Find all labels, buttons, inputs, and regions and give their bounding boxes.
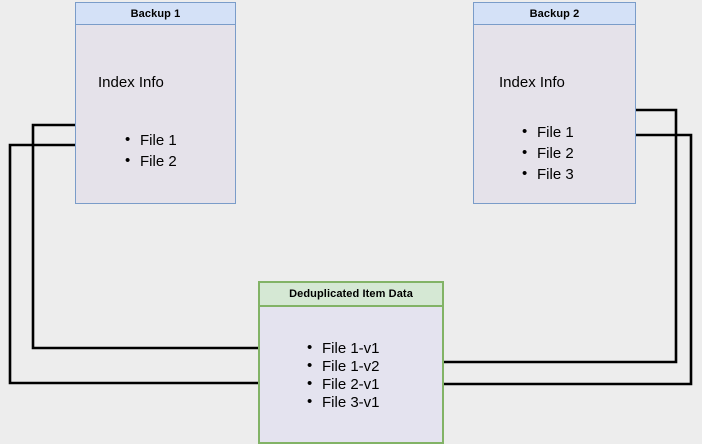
backup-2-box[interactable]: Backup 2 Index Info File 1 File 2 File 3	[473, 2, 636, 204]
deduplicated-item-data-body: File 1-v1 File 1-v2 File 2-v1 File 3-v1	[260, 307, 442, 442]
list-item: File 1-v2	[304, 357, 380, 376]
list-item: File 2-v1	[304, 375, 380, 394]
backup-1-title: Backup 1	[76, 3, 235, 25]
deduplicated-item-list: File 1-v1 File 1-v2 File 2-v1 File 3-v1	[304, 339, 380, 412]
backup-2-file-list: File 1 File 2 File 3	[519, 121, 574, 185]
backup-1-file-list: File 1 File 2	[122, 129, 177, 172]
backup-2-index-info-label: Index Info	[499, 74, 565, 91]
list-item: File 3-v1	[304, 393, 380, 412]
list-item: File 1-v1	[304, 339, 380, 358]
backup-2-body: Index Info File 1 File 2 File 3	[474, 25, 635, 203]
list-item: File 1	[122, 129, 177, 151]
list-item: File 3	[519, 163, 574, 185]
list-item: File 1	[519, 121, 574, 143]
deduplicated-item-data-title: Deduplicated Item Data	[260, 283, 442, 307]
backup-1-box[interactable]: Backup 1 Index Info File 1 File 2	[75, 2, 236, 204]
backup-2-title: Backup 2	[474, 3, 635, 25]
backup-1-body: Index Info File 1 File 2	[76, 25, 235, 203]
list-item: File 2	[519, 142, 574, 164]
list-item: File 2	[122, 150, 177, 172]
deduplicated-item-data-box[interactable]: Deduplicated Item Data File 1-v1 File 1-…	[258, 281, 444, 444]
backup-1-index-info-label: Index Info	[98, 74, 164, 91]
